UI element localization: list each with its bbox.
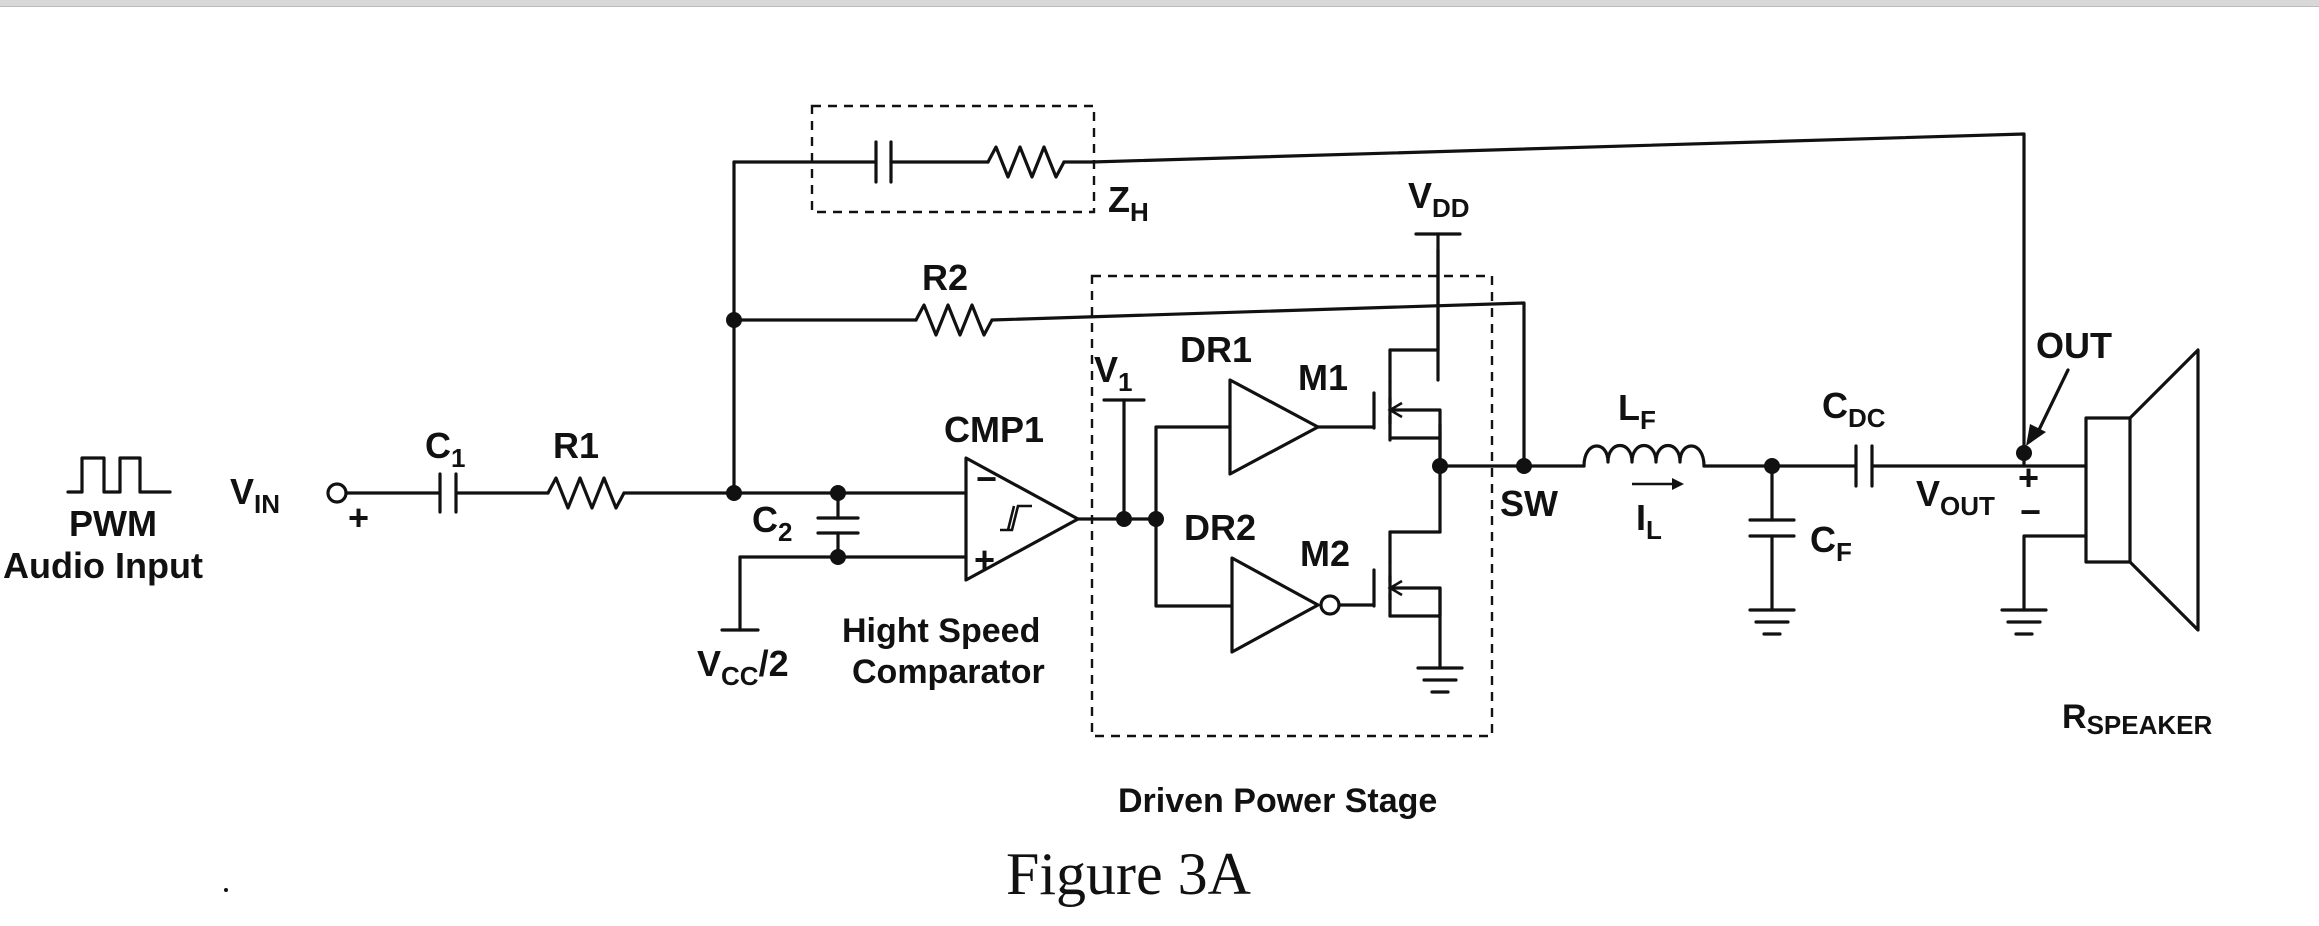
il-label: IL — [1636, 497, 1662, 545]
ground-icon — [1748, 608, 1796, 636]
window-top-border — [0, 0, 2319, 7]
v1-label: V1 — [1094, 349, 1132, 397]
vout-minus: − — [2020, 491, 2041, 532]
out-label: OUT — [2036, 325, 2112, 366]
cdc-label: CDC — [1822, 385, 1886, 433]
r1-resistor — [546, 476, 626, 510]
cdc-capacitor — [1854, 444, 1874, 488]
comparator-label-line2: Comparator — [852, 653, 1045, 691]
c2-label: C2 — [752, 499, 792, 547]
r1-label: R1 — [553, 425, 599, 466]
dr2-inversion-bubble — [1319, 594, 1341, 616]
m1-transistor — [1387, 248, 1442, 468]
dr2-driver — [1230, 556, 1320, 654]
hysteresis-icon — [1000, 504, 1032, 532]
vin-plus: + — [348, 497, 369, 538]
sw-node — [1516, 458, 1532, 474]
dr1-label: DR1 — [1180, 329, 1252, 370]
ground-icon — [2000, 608, 2048, 636]
vcc-half-label: VCC/2 — [697, 643, 789, 691]
vdd-label: VDD — [1408, 175, 1470, 223]
c1-capacitor — [438, 472, 458, 514]
r2-resistor — [914, 303, 994, 337]
comparator-label-line1: Hight Speed — [842, 612, 1040, 650]
figure-caption: Figure 3A — [1006, 841, 1251, 907]
driven-power-stage-label: Driven Power Stage — [1118, 782, 1437, 820]
sw-label: SW — [1500, 483, 1558, 524]
lf-label: LF — [1618, 387, 1656, 435]
vin-label: VIN — [230, 471, 280, 519]
il-current-arrow — [1632, 478, 1684, 490]
pwm-pulse-icon — [66, 456, 172, 494]
cmp1-comparator — [964, 456, 1080, 582]
dr1-driver — [1228, 378, 1320, 476]
vout-label: VOUT — [1916, 473, 1995, 521]
ground-icon — [1416, 666, 1464, 694]
lf-inductor — [1582, 444, 1706, 468]
m1-label: M1 — [1298, 357, 1348, 398]
cmp1-label: CMP1 — [944, 409, 1044, 450]
zh-network-box — [810, 104, 1096, 214]
zh-resistor — [986, 145, 1066, 179]
m2-transistor — [1387, 530, 1442, 670]
m2-label: M2 — [1300, 533, 1350, 574]
scan-speck — [224, 888, 228, 892]
driven-power-stage-box — [1090, 274, 1494, 738]
cmp1-minus: − — [976, 458, 997, 499]
cf-capacitor — [1748, 518, 1796, 538]
c2-capacitor — [816, 516, 860, 535]
pwm-label: PWM — [69, 503, 157, 544]
out-arrow — [2026, 368, 2070, 446]
rspeaker-label: RSPEAKER — [2062, 698, 2212, 740]
zh-capacitor — [874, 140, 893, 184]
cmp1-plus: + — [974, 539, 995, 580]
zh-label: ZH — [1108, 179, 1149, 227]
c1-label: C1 — [425, 425, 465, 473]
speaker-icon — [2084, 348, 2200, 632]
vin-terminal — [326, 482, 348, 504]
dr2-label: DR2 — [1184, 507, 1256, 548]
audio-input-label: Audio Input — [3, 545, 203, 586]
cf-label: CF — [1810, 519, 1852, 567]
r2-label: R2 — [922, 257, 968, 298]
vout-plus: + — [2018, 457, 2039, 498]
